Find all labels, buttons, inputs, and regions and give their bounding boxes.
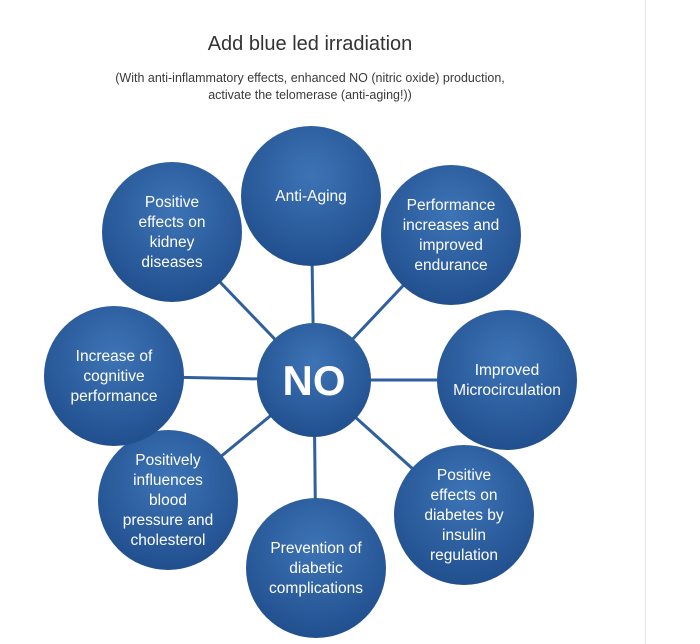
node-anti-aging: Anti-Aging bbox=[241, 126, 381, 266]
center-label: NO bbox=[283, 357, 346, 404]
node-label-kidney: effects on bbox=[139, 214, 206, 231]
node-label-anti-aging: Anti-Aging bbox=[275, 188, 347, 205]
node-label-cognitive: Increase of bbox=[76, 348, 153, 365]
node-circle-performance bbox=[381, 165, 521, 305]
node-label-blood-pressure: cholesterol bbox=[131, 532, 206, 549]
node-label-diabetes-insulin: Positive bbox=[437, 467, 491, 484]
node-label-blood-pressure: Positively bbox=[135, 452, 201, 469]
node-circle-diabetic-complications bbox=[246, 498, 386, 638]
node-diabetic-complications: Prevention of diabetic complications bbox=[246, 498, 386, 638]
node-label-diabetes-insulin: insulin bbox=[442, 527, 486, 544]
node-label-kidney: kidney bbox=[150, 234, 195, 251]
center-circle bbox=[257, 323, 371, 437]
node-label-microcirculation: Improved bbox=[475, 362, 540, 379]
node-label-performance: improved bbox=[419, 237, 483, 254]
center-node: NO bbox=[257, 323, 371, 437]
node-label-cognitive: cognitive bbox=[83, 368, 144, 385]
node-label-kidney: Positive bbox=[145, 194, 199, 211]
node-label-diabetes-insulin: diabetes by bbox=[424, 507, 504, 524]
node-label-performance: increases and bbox=[403, 217, 500, 234]
node-label-performance: endurance bbox=[414, 257, 487, 274]
node-label-diabetes-insulin: effects on bbox=[431, 487, 498, 504]
node-label-diabetic-complications: complications bbox=[269, 580, 363, 597]
node-label-blood-pressure: pressure and bbox=[123, 512, 213, 529]
node-label-microcirculation: Microcirculation bbox=[453, 382, 561, 399]
node-circle-anti-aging bbox=[241, 126, 381, 266]
node-circle-kidney bbox=[102, 162, 242, 302]
node-kidney: Positive effects on kidney diseases bbox=[102, 162, 242, 302]
node-circle-diabetes-insulin bbox=[394, 445, 534, 585]
node-label-diabetes-insulin: regulation bbox=[430, 547, 498, 564]
node-label-cognitive: performance bbox=[70, 388, 157, 405]
node-circle-microcirculation bbox=[437, 310, 577, 450]
diagram-title: Add blue led irradiation bbox=[207, 33, 413, 55]
right-border-divider bbox=[645, 0, 646, 644]
diagram-subtitle: (With anti-inflammatory effects, enhance… bbox=[115, 71, 505, 102]
node-label-diabetic-complications: Prevention of bbox=[270, 540, 362, 557]
node-diabetes-insulin: Positive effects on diabetes by insulin regu… bbox=[394, 445, 534, 585]
node-label-diabetic-complications: diabetic bbox=[289, 560, 343, 577]
node-circle-cognitive bbox=[44, 306, 184, 446]
node-circle-blood-pressure bbox=[98, 430, 238, 570]
node-cognitive: Increase of cognitive performance bbox=[44, 306, 184, 446]
node-blood-pressure: Positively influences blood pressure and cho… bbox=[98, 430, 238, 570]
node-label-performance: Performance bbox=[407, 197, 496, 214]
node-label-blood-pressure: influences bbox=[133, 472, 203, 489]
node-performance: Performance increases and improved enduranc… bbox=[381, 165, 521, 305]
node-label-blood-pressure: blood bbox=[149, 492, 187, 509]
node-label-kidney: diseases bbox=[141, 254, 202, 271]
